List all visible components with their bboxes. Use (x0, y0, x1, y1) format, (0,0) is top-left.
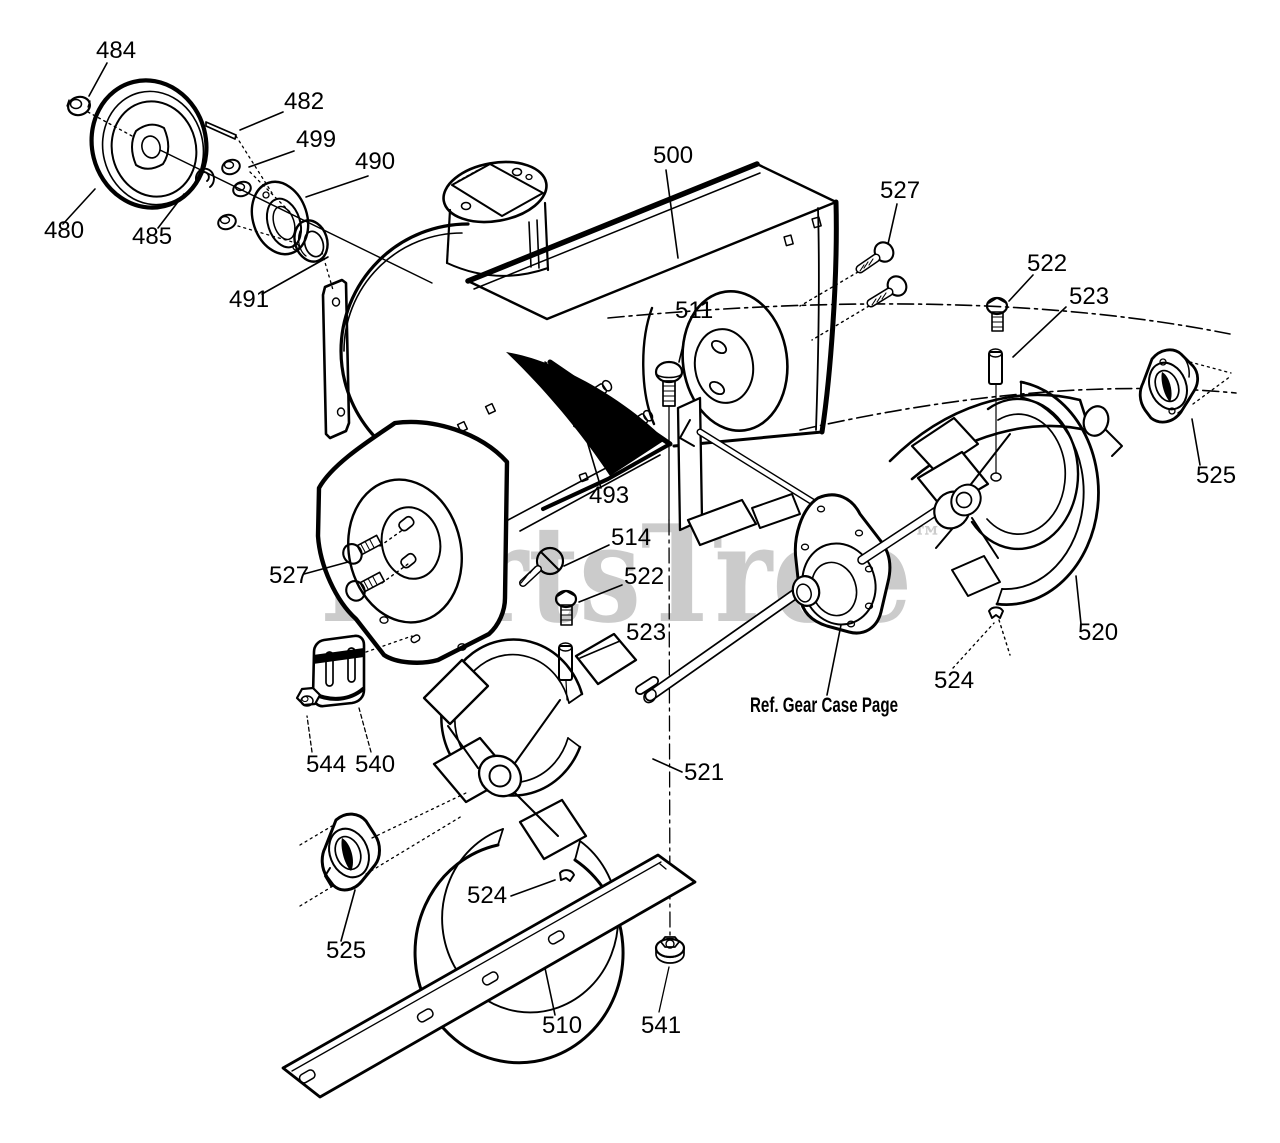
bearing-491 (293, 219, 329, 263)
part-label-491: 491 (229, 286, 269, 313)
part-label-514: 514 (611, 524, 651, 551)
screw-514 (519, 546, 565, 587)
bolts-527-left (342, 528, 409, 602)
front-panel (315, 419, 510, 665)
part-label-523-mid: 523 (626, 619, 666, 646)
nut-541 (654, 936, 686, 964)
gear-case (643, 493, 943, 704)
nuts-499 (217, 158, 252, 231)
part-label-484: 484 (96, 37, 136, 64)
part-label-527-top: 527 (880, 177, 920, 204)
support-bracket (676, 396, 820, 547)
pulley-assembly (66, 78, 433, 440)
clip-524-bottom (559, 869, 575, 882)
part-label-520: 520 (1078, 619, 1118, 646)
part-label-510: 510 (542, 1012, 582, 1039)
part-label-522-upper: 522 (1027, 250, 1067, 277)
snap-ring-485 (195, 167, 215, 188)
bearing-flange-490 (250, 180, 310, 256)
part-label-482: 482 (284, 88, 324, 115)
part-label-540: 540 (355, 751, 395, 778)
scraper-bar-510 (281, 853, 697, 1099)
bolt-522-right (985, 296, 1009, 332)
part-label-524-bottom: 524 (467, 882, 507, 909)
flange-bearing-525-right (1138, 348, 1232, 424)
part-label-521: 521 (684, 759, 724, 786)
part-label-525-bottom-left: 525 (326, 937, 366, 964)
right-auger-520 (888, 380, 1123, 606)
flange-bearing-525-bottom (299, 791, 469, 907)
nut-484 (66, 95, 91, 117)
pin-523-mid (558, 642, 573, 701)
part-label-490: 490 (355, 148, 395, 175)
nut-544 (295, 686, 322, 707)
part-label-525-right: 525 (1196, 462, 1236, 489)
housing-500 (456, 161, 839, 532)
part-label-544: 544 (306, 751, 346, 778)
part-label-524-right: 524 (934, 667, 974, 694)
bolts-527-top (799, 241, 908, 341)
shaft-key-482 (205, 121, 237, 140)
leader-lines (62, 62, 1201, 1016)
part-label-485: 485 (132, 223, 172, 250)
side-mount-plate (321, 278, 351, 440)
part-label-527-left: 527 (269, 562, 309, 589)
part-label-493: 493 (589, 482, 629, 509)
callout-labels: 484 482 499 490 480 485 491 500 527 511 … (44, 37, 1236, 1039)
pin-523-right (988, 348, 1003, 482)
ref-gear-case-note: Ref. Gear Case Page (750, 694, 898, 717)
part-label-480: 480 (44, 217, 84, 244)
part-label-500: 500 (653, 142, 693, 169)
left-auger-521 (413, 632, 659, 1065)
bolt-522-mid (554, 589, 578, 626)
part-label-523-upper: 523 (1069, 283, 1109, 310)
impeller-opening (544, 290, 789, 483)
part-label-522-mid: 522 (624, 563, 664, 590)
part-label-541: 541 (641, 1012, 681, 1039)
part-label-499: 499 (296, 126, 336, 153)
part-label-511: 511 (675, 297, 713, 324)
clip-524-right (988, 606, 1011, 656)
